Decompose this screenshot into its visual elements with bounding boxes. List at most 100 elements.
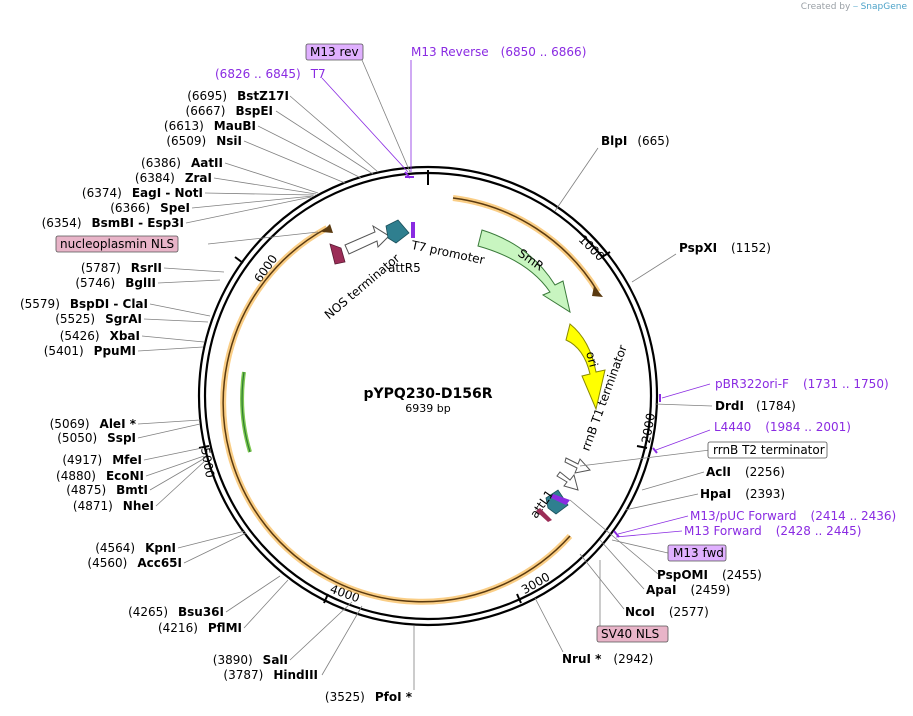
enzyme-label-ncoi[interactable]: NcoI(2577) xyxy=(625,605,709,619)
callout-line xyxy=(141,335,205,343)
enzyme-label-bspdi-clai[interactable]: (5579)BspDI - ClaI xyxy=(20,297,148,311)
enzyme-name: PspOMI xyxy=(657,568,708,582)
enzyme-label-pfoi[interactable]: (3525)PfoI * xyxy=(325,690,413,704)
primer-label-m13-puc-forward[interactable]: M13/pUC Forward(2414 .. 2436) xyxy=(690,509,896,523)
enzyme-label-maubi[interactable]: (6613)MauBI xyxy=(164,119,256,133)
callout-line xyxy=(289,601,353,661)
enzyme-label-drdi[interactable]: DrdI(1784) xyxy=(715,399,796,413)
enzyme-label-eagi-noti[interactable]: (6374)EagI - NotI xyxy=(82,186,203,200)
enzyme-label-econi[interactable]: (4880)EcoNI xyxy=(56,469,144,483)
callout-line xyxy=(145,455,205,477)
callout-line xyxy=(191,195,314,209)
enzyme-label-zrai[interactable]: (6384)ZraI xyxy=(135,171,212,185)
enzyme-label-sspi[interactable]: (5050)SspI xyxy=(57,431,136,445)
enzyme-position: (6384) xyxy=(135,171,175,185)
primer-name: M13 Forward xyxy=(684,524,762,538)
enzyme-label-nhei[interactable]: (4871)NheI xyxy=(73,499,154,513)
orange-feature-top-core xyxy=(452,197,599,293)
enzyme-name: SalI xyxy=(263,653,288,667)
primer-label-m13-reverse[interactable]: M13 Reverse (6850 .. 6866) xyxy=(411,45,586,59)
enzyme-label-bstz17i[interactable]: (6695)BstZ17I xyxy=(187,89,289,103)
feature-box-m13-rev[interactable]: M13 rev xyxy=(305,43,364,61)
callout-line xyxy=(289,95,379,173)
feature-box-nucleoplasmin-nls[interactable]: nucleoplasmin NLS xyxy=(55,235,179,253)
attl1-feature-arrow xyxy=(545,489,569,515)
tick-mark xyxy=(323,593,329,604)
enzyme-label-bsu36i[interactable]: (4265)Bsu36I xyxy=(128,605,224,619)
enzyme-label-spei[interactable]: (6366)SpeI xyxy=(110,201,190,215)
enzyme-label-bglii[interactable]: (5746)BglII xyxy=(75,276,156,290)
enzyme-name: NruI * xyxy=(562,652,602,666)
enzyme-label-nsii[interactable]: (6509)NsiI xyxy=(166,134,242,148)
smr-feature-arrow xyxy=(477,229,571,314)
enzyme-label-sgrai[interactable]: (5525)SgrAI xyxy=(55,312,142,326)
enzyme-label-pflmi[interactable]: (4216)PflMI xyxy=(158,621,242,635)
enzyme-label-bspei[interactable]: (6667)BspEI xyxy=(186,104,273,118)
callout-line xyxy=(361,59,411,173)
enzyme-position: (4265) xyxy=(128,605,168,619)
callout-line xyxy=(155,459,207,507)
primer-label-t7[interactable]: (6826 .. 6845)T7 xyxy=(215,67,326,81)
primer-name: M13/pUC Forward xyxy=(690,509,797,523)
feature-box xyxy=(305,43,364,61)
enzyme-position: (2256) xyxy=(745,465,785,479)
credit-prefix: Created by xyxy=(800,2,851,12)
enzyme-label-acc65i[interactable]: (4560)Acc65I xyxy=(87,556,182,570)
enzyme-label-bmti[interactable]: (4875)BmtI xyxy=(66,483,148,497)
green-feature-core xyxy=(241,371,251,453)
callout-line xyxy=(183,532,247,564)
primer-label-m13-forward[interactable]: M13 Forward(2428 .. 2445) xyxy=(684,524,861,538)
primer-label-pbr322ori-f[interactable]: pBR322ori-F(1731 .. 1750) xyxy=(715,377,889,391)
attr5-label: attR5 xyxy=(388,261,421,275)
enzyme-name: MfeI xyxy=(112,453,142,467)
tick-label-2000: 2000 xyxy=(639,412,658,445)
feature-box-sv40-nls[interactable]: SV40 NLS xyxy=(596,625,669,643)
enzyme-label-aatii[interactable]: (6386)AatII xyxy=(141,156,223,170)
enzyme-label-acli[interactable]: AclI (2256) xyxy=(706,465,785,479)
enzyme-name: AclI xyxy=(706,465,731,479)
enzyme-position: (1784) xyxy=(756,399,796,413)
callout-line xyxy=(257,125,362,179)
enzyme-name: RsrII xyxy=(131,261,162,275)
enzyme-name: NsiI xyxy=(216,134,242,148)
enzyme-label-apai[interactable]: ApaI(2459) xyxy=(646,583,730,597)
enzyme-label-pspxi[interactable]: PspXI(1152) xyxy=(679,241,771,255)
enzyme-label-alei[interactable]: (5069)AleI * xyxy=(50,417,137,431)
right-callout-lines xyxy=(534,147,713,653)
enzyme-position: (4917) xyxy=(62,453,102,467)
callout-line xyxy=(224,162,319,194)
tick-label-5000: 5000 xyxy=(198,446,217,479)
callout-line xyxy=(615,530,683,538)
enzyme-label-bsmbi-esp3i[interactable]: (6354)BsmBI - Esp3I xyxy=(42,216,184,230)
enzyme-position: (5050) xyxy=(57,431,97,445)
enzyme-label-blpi[interactable]: BlpI(665) xyxy=(601,134,670,148)
attr5-feature-arrow xyxy=(385,219,410,244)
callout-line xyxy=(137,346,204,352)
enzyme-label-sali[interactable]: (3890)SalI xyxy=(213,653,288,667)
orange-feature-left-head xyxy=(322,224,333,233)
callout-line xyxy=(137,419,201,425)
enzyme-label-xbai[interactable]: (5426)XbaI xyxy=(60,329,140,343)
enzyme-label-mfei[interactable]: (4917) MfeI xyxy=(62,453,142,467)
callout-line xyxy=(163,267,225,273)
enzyme-label-nrui[interactable]: NruI *(2942) xyxy=(562,652,653,666)
enzyme-label-hpai[interactable]: HpaI(2393) xyxy=(700,487,785,501)
enzyme-name: MauBI xyxy=(214,119,256,133)
l4440-mark xyxy=(652,447,658,454)
primer-position: (6850 .. 6866) xyxy=(501,45,587,59)
feature-box xyxy=(667,544,727,562)
enzyme-label-ppumi[interactable]: (5401)PpuMI xyxy=(44,344,136,358)
enzyme-label-rsrii[interactable]: (5787)RsrII xyxy=(81,261,162,275)
feature-box-m13-fwd[interactable]: M13 fwd xyxy=(667,544,727,562)
callout-line xyxy=(579,449,711,467)
enzyme-label-hindiii[interactable]: (3787)HindIII xyxy=(223,668,318,682)
enzyme-name: BmtI xyxy=(116,483,148,497)
primer-name: M13 Reverse xyxy=(411,45,489,59)
enzyme-name: NheI xyxy=(123,499,154,513)
enzyme-label-pspomi[interactable]: PspOMI(2455) xyxy=(657,568,762,582)
primer-label-l4440[interactable]: L4440(1984 .. 2001) xyxy=(714,420,851,434)
enzyme-name: PflMI xyxy=(208,621,242,635)
left-enzyme-labels: (6695)BstZ17I (6667)BspEI (6613)MauBI (6… xyxy=(20,89,413,704)
feature-box-rrnb-t2[interactable]: rrnB T2 terminator xyxy=(707,441,828,459)
enzyme-label-kpni[interactable]: (4564)KpnI xyxy=(95,541,176,555)
